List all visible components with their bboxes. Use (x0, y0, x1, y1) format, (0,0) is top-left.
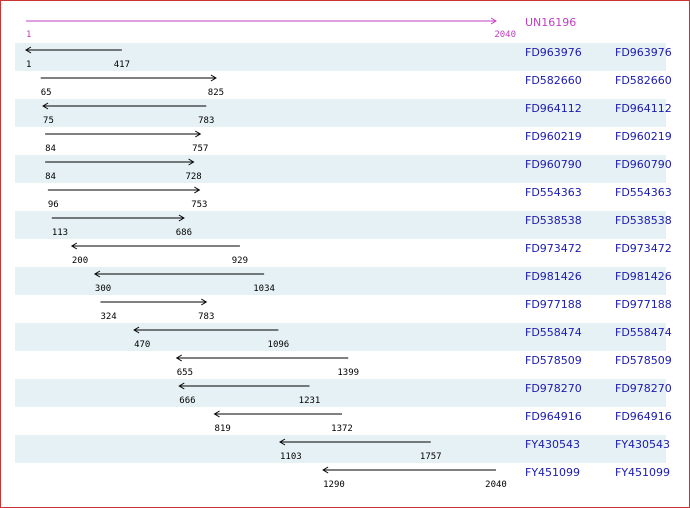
hit-id-link-secondary[interactable]: FD978270 (615, 382, 672, 395)
hit-id-link-secondary[interactable]: FD960219 (615, 130, 672, 143)
table-row (15, 43, 666, 71)
hit-id-link-secondary[interactable]: FY430543 (615, 438, 671, 451)
hit-id-link[interactable]: FY430543 (525, 438, 581, 451)
alignment-arrow-FY430543 (279, 438, 431, 446)
start-position-label: 84 (45, 172, 56, 182)
table-row (15, 267, 666, 295)
hit-id-link[interactable]: FD981426 (525, 270, 582, 283)
end-position-label: 1399 (337, 368, 359, 378)
alignment-arrow-FD978270 (178, 382, 310, 390)
hit-id-link-secondary[interactable]: FD964916 (615, 410, 672, 423)
hit-id-link[interactable]: FD554363 (525, 186, 582, 199)
hit-id-link-secondary[interactable]: FD977188 (615, 298, 672, 311)
start-position-label: 300 (95, 284, 111, 294)
start-position-label: 324 (100, 312, 116, 322)
end-position-label: 728 (185, 172, 201, 182)
alignment-arrow-FD558474 (133, 326, 279, 334)
start-position-label: 666 (179, 396, 195, 406)
end-position-label: 929 (232, 256, 248, 266)
end-position-label: 2040 (485, 480, 507, 490)
hit-id-link[interactable]: FY451099 (525, 466, 581, 479)
query-start-label: 1 (26, 30, 31, 40)
table-row (15, 379, 666, 407)
end-position-label: 1034 (253, 284, 275, 294)
start-position-label: 96 (48, 200, 59, 210)
start-position-label: 113 (52, 228, 68, 238)
alignment-arrow-FD977188 (100, 298, 208, 306)
table-row (15, 323, 666, 351)
end-position-label: 753 (191, 200, 207, 210)
hit-id-link[interactable]: FD558474 (525, 326, 582, 339)
hit-id-link-secondary[interactable]: FD964112 (615, 102, 672, 115)
hit-id-link[interactable]: FD960219 (525, 130, 582, 143)
hit-id-link-secondary[interactable]: FD963976 (615, 46, 672, 59)
hit-id-link-secondary[interactable]: FY451099 (615, 466, 671, 479)
alignment-arrow-FD963976 (25, 46, 122, 54)
end-position-label: 417 (114, 60, 130, 70)
table-row (15, 435, 666, 463)
hit-id-link-secondary[interactable]: FD981426 (615, 270, 672, 283)
hit-id-link-secondary[interactable]: FD558474 (615, 326, 672, 339)
query-id-label: UN16196 (525, 16, 577, 29)
alignment-arrow-FD554363 (47, 186, 201, 194)
end-position-label: 783 (198, 312, 214, 322)
hit-id-link-secondary[interactable]: FD578509 (615, 354, 672, 367)
hit-id-link-secondary[interactable]: FD554363 (615, 186, 672, 199)
start-position-label: 1290 (323, 480, 345, 490)
alignment-arrow-FD960790 (45, 158, 195, 166)
hit-id-link[interactable]: FD960790 (525, 158, 582, 171)
hit-id-link[interactable]: FD582660 (525, 74, 582, 87)
start-position-label: 200 (72, 256, 88, 266)
end-position-label: 757 (192, 144, 208, 154)
hit-id-link[interactable]: FD964916 (525, 410, 582, 423)
start-position-label: 65 (41, 88, 52, 98)
start-position-label: 1 (26, 60, 31, 70)
hit-id-link[interactable]: FD964112 (525, 102, 582, 115)
hit-id-link-secondary[interactable]: FD538538 (615, 214, 672, 227)
hit-id-link[interactable]: FD963976 (525, 46, 582, 59)
hit-id-link[interactable]: FD977188 (525, 298, 582, 311)
end-position-label: 825 (208, 88, 224, 98)
alignment-arrow-FY451099 (322, 466, 496, 474)
hit-id-link[interactable]: FD973472 (525, 242, 582, 255)
alignment-arrow-FD964112 (42, 102, 207, 110)
hit-id-link-secondary[interactable]: FD582660 (615, 74, 672, 87)
alignment-arrow-FD538538 (51, 214, 185, 222)
hit-id-link[interactable]: FD978270 (525, 382, 582, 395)
end-position-label: 1231 (299, 396, 321, 406)
alignment-arrow-FD981426 (93, 270, 265, 278)
table-row (15, 211, 666, 239)
end-position-label: 686 (176, 228, 192, 238)
hit-id-link[interactable]: FD578509 (525, 354, 582, 367)
start-position-label: 1103 (280, 452, 302, 462)
table-row (15, 99, 666, 127)
hit-id-link-secondary[interactable]: FD960790 (615, 158, 672, 171)
start-position-label: 84 (45, 144, 56, 154)
end-position-label: 1096 (268, 340, 290, 350)
alignment-arrow-FD964916 (213, 410, 343, 418)
start-position-label: 819 (215, 424, 231, 434)
table-row (15, 155, 666, 183)
end-position-label: 1757 (420, 452, 442, 462)
alignment-arrow-FD960219 (45, 130, 202, 138)
start-position-label: 470 (134, 340, 150, 350)
hit-id-link-secondary[interactable]: FD973472 (615, 242, 672, 255)
start-position-label: 655 (177, 368, 193, 378)
query-end-label: 2040 (494, 30, 516, 40)
alignment-arrow-FD973472 (70, 242, 240, 250)
end-position-label: 783 (198, 116, 214, 126)
alignment-arrow-FD578509 (175, 354, 349, 362)
hit-id-link[interactable]: FD538538 (525, 214, 582, 227)
alignment-arrow-FD582660 (40, 74, 217, 82)
start-position-label: 75 (43, 116, 54, 126)
end-position-label: 1372 (331, 424, 353, 434)
query-arrow (26, 17, 497, 25)
